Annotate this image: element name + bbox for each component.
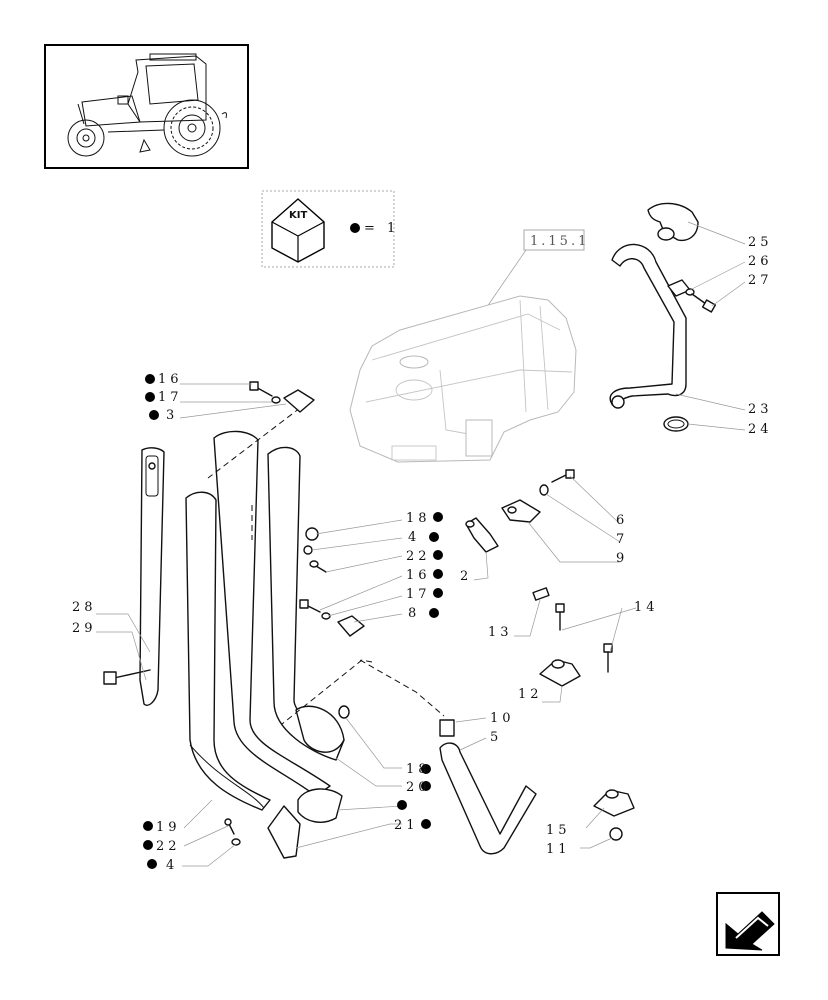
label-2: 2	[460, 569, 472, 584]
label-28: 28	[72, 600, 97, 615]
label-12: 12	[518, 687, 543, 702]
label-15: 15	[546, 823, 571, 838]
label-18a: 18	[406, 511, 431, 526]
label-8: 8	[408, 606, 420, 621]
label-21: 21	[394, 818, 419, 833]
label-19: 19	[156, 820, 181, 835]
kit-label: KIT	[289, 210, 307, 221]
label-7: 7	[616, 532, 628, 547]
leader-lines	[96, 221, 746, 867]
kit-legend: KIT = 1	[261, 190, 399, 268]
kit-markers	[143, 374, 443, 869]
label-3: 3	[166, 408, 178, 423]
exhaust-stack-pipes[interactable]	[139, 430, 345, 859]
hardware-parts[interactable]	[103, 381, 365, 846]
label-26: 26	[748, 254, 773, 269]
alignment-lines	[207, 407, 445, 725]
bracket-assembly[interactable]	[465, 469, 635, 841]
kit-dot-icon	[350, 223, 360, 233]
label-4a: 4	[408, 530, 420, 545]
label-16b: 16	[406, 568, 431, 583]
kit-box-icon	[271, 198, 325, 263]
reference-label: 1.15.1	[530, 234, 589, 249]
tractor-thumbnail-icon[interactable]	[44, 44, 249, 169]
label-27: 27	[748, 273, 773, 288]
engine-outline	[349, 295, 577, 463]
label-18b: 18	[406, 762, 431, 777]
label-17a: 17	[158, 390, 183, 405]
label-17b: 17	[406, 587, 431, 602]
label-4b: 4	[166, 858, 178, 873]
label-20: 20	[406, 780, 431, 795]
label-23: 23	[748, 402, 773, 417]
label-16a: 16	[158, 372, 183, 387]
kit-legend-text: = 1	[364, 221, 399, 236]
label-22b: 22	[156, 839, 181, 854]
label-14: 14	[634, 600, 659, 615]
label-29: 29	[72, 621, 97, 636]
label-25: 25	[748, 235, 773, 250]
label-5: 5	[490, 730, 502, 745]
navigation-arrow-icon[interactable]	[716, 892, 780, 956]
label-22a: 22	[406, 549, 431, 564]
label-11: 11	[546, 842, 571, 857]
label-13: 13	[488, 625, 513, 640]
upper-pipe-assembly[interactable]	[609, 202, 717, 432]
lower-hose-assembly[interactable]	[439, 719, 537, 855]
label-6: 6	[616, 513, 628, 528]
part-labels: 25 26 27 23 24 16 17 3 18 4 22 16 17 8 6…	[72, 235, 773, 873]
label-24: 24	[748, 422, 773, 437]
label-10: 10	[490, 711, 515, 726]
label-9: 9	[616, 551, 628, 566]
